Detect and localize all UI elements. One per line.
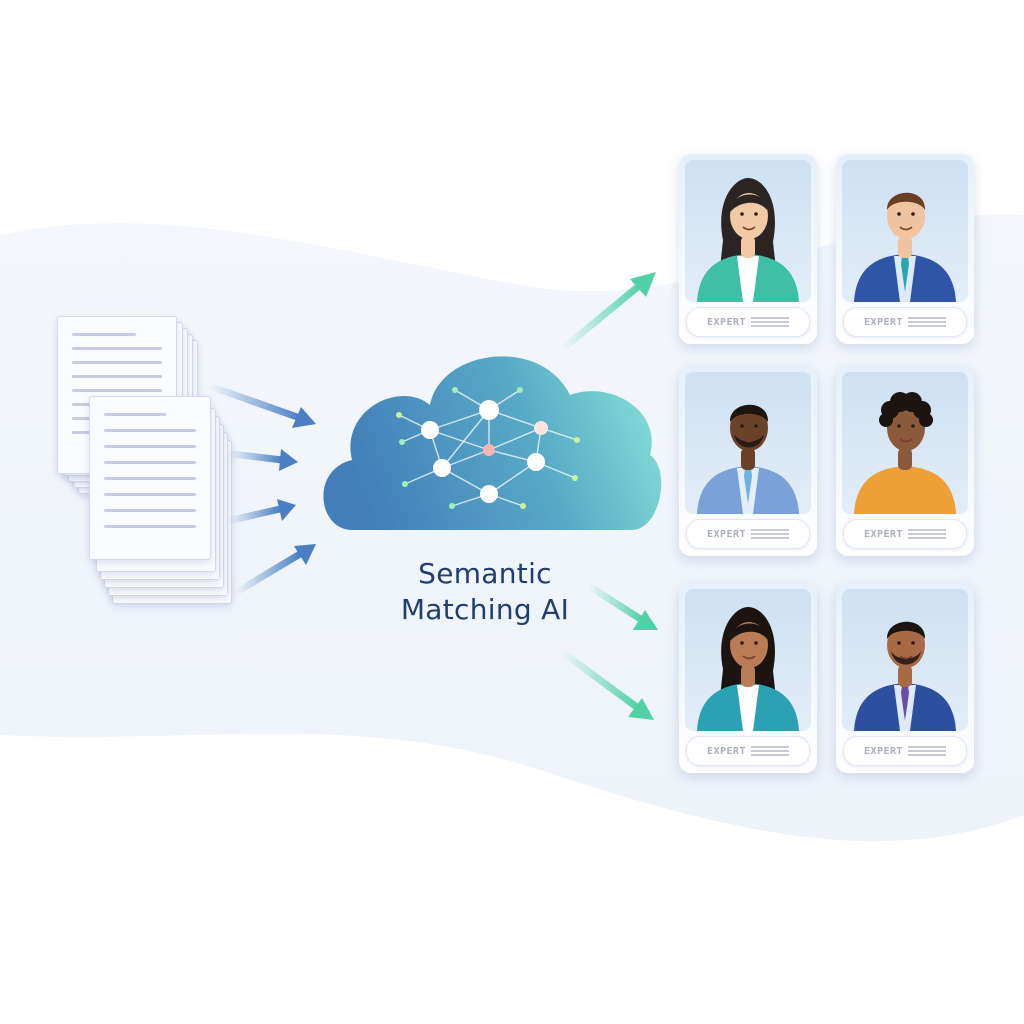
expert-nameplate: EXPERT bbox=[686, 736, 810, 766]
output-arrow bbox=[562, 272, 656, 350]
expert-portrait bbox=[842, 372, 968, 514]
expert-nameplate: EXPERT bbox=[843, 519, 967, 549]
expert-card[interactable]: EXPERT bbox=[679, 583, 817, 773]
person-avatar-icon bbox=[854, 621, 956, 731]
expert-tag: EXPERT bbox=[706, 316, 747, 328]
expert-portrait bbox=[842, 589, 968, 731]
expert-card[interactable]: EXPERT bbox=[836, 154, 974, 344]
input-arrow bbox=[236, 544, 316, 594]
expert-tag: EXPERT bbox=[863, 745, 904, 757]
text-lines-icon bbox=[908, 529, 947, 539]
text-lines-icon bbox=[908, 746, 947, 756]
input-arrow bbox=[228, 449, 298, 471]
expert-card[interactable]: EXPERT bbox=[679, 366, 817, 556]
expert-card[interactable]: EXPERT bbox=[836, 366, 974, 556]
label-line-2: Matching AI bbox=[400, 593, 570, 626]
text-lines-icon bbox=[751, 529, 790, 539]
expert-nameplate: EXPERT bbox=[843, 307, 967, 337]
expert-portrait bbox=[842, 160, 968, 302]
text-lines-icon bbox=[908, 317, 947, 327]
expert-tag: EXPERT bbox=[863, 316, 904, 328]
expert-tag: EXPERT bbox=[706, 528, 747, 540]
expert-nameplate: EXPERT bbox=[686, 519, 810, 549]
person-avatar-icon bbox=[697, 607, 799, 731]
expert-tag: EXPERT bbox=[863, 528, 904, 540]
expert-card[interactable]: EXPERT bbox=[836, 583, 974, 773]
output-arrow bbox=[588, 584, 658, 630]
expert-nameplate: EXPERT bbox=[686, 307, 810, 337]
person-avatar-icon bbox=[854, 392, 956, 514]
cloud-label: Semantic Matching AI bbox=[360, 556, 610, 628]
person-avatar-icon bbox=[697, 178, 799, 302]
label-line-1: Semantic bbox=[418, 557, 552, 590]
expert-portrait bbox=[685, 589, 811, 731]
expert-portrait bbox=[685, 372, 811, 514]
network-nodes bbox=[396, 387, 580, 509]
input-arrow bbox=[228, 499, 296, 524]
expert-card[interactable]: EXPERT bbox=[679, 154, 817, 344]
expert-tag: EXPERT bbox=[706, 745, 747, 757]
text-lines-icon bbox=[751, 746, 790, 756]
person-avatar-icon bbox=[697, 404, 799, 514]
input-arrow bbox=[211, 384, 316, 428]
cloud-icon bbox=[323, 356, 662, 531]
document-page-front bbox=[89, 396, 211, 560]
person-avatar-icon bbox=[854, 192, 956, 302]
expert-portrait bbox=[685, 160, 811, 302]
text-lines-icon bbox=[751, 317, 790, 327]
expert-nameplate: EXPERT bbox=[843, 736, 967, 766]
output-arrow bbox=[562, 651, 654, 720]
